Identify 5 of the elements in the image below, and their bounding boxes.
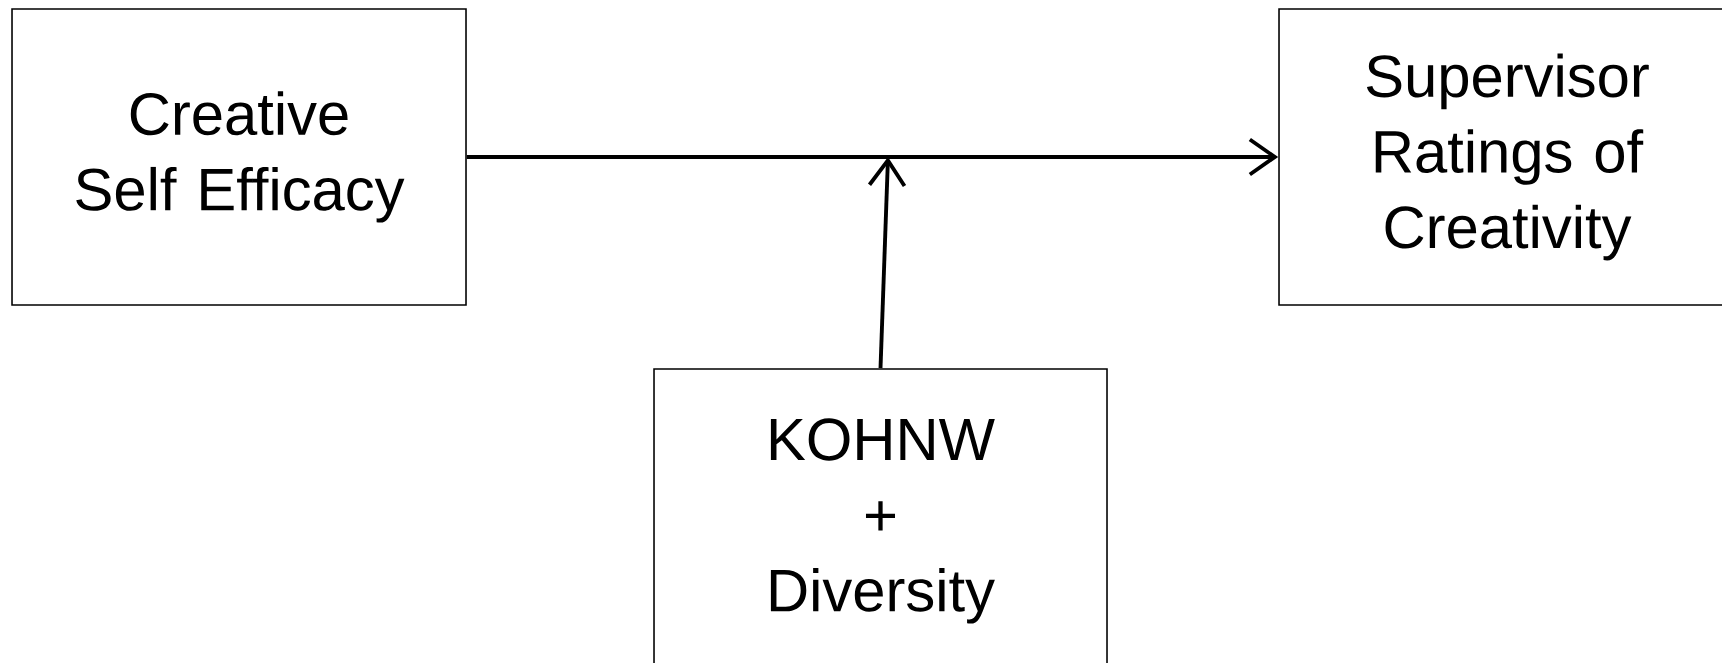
arrow (466, 137, 1279, 177)
text-box: KOHNW + Diversity (653, 368, 1108, 663)
arrow (867, 156, 907, 369)
text-box: Creative Self Efficacy (11, 8, 467, 306)
text-box: Supervisor Ratings of Creativity (1278, 8, 1722, 306)
